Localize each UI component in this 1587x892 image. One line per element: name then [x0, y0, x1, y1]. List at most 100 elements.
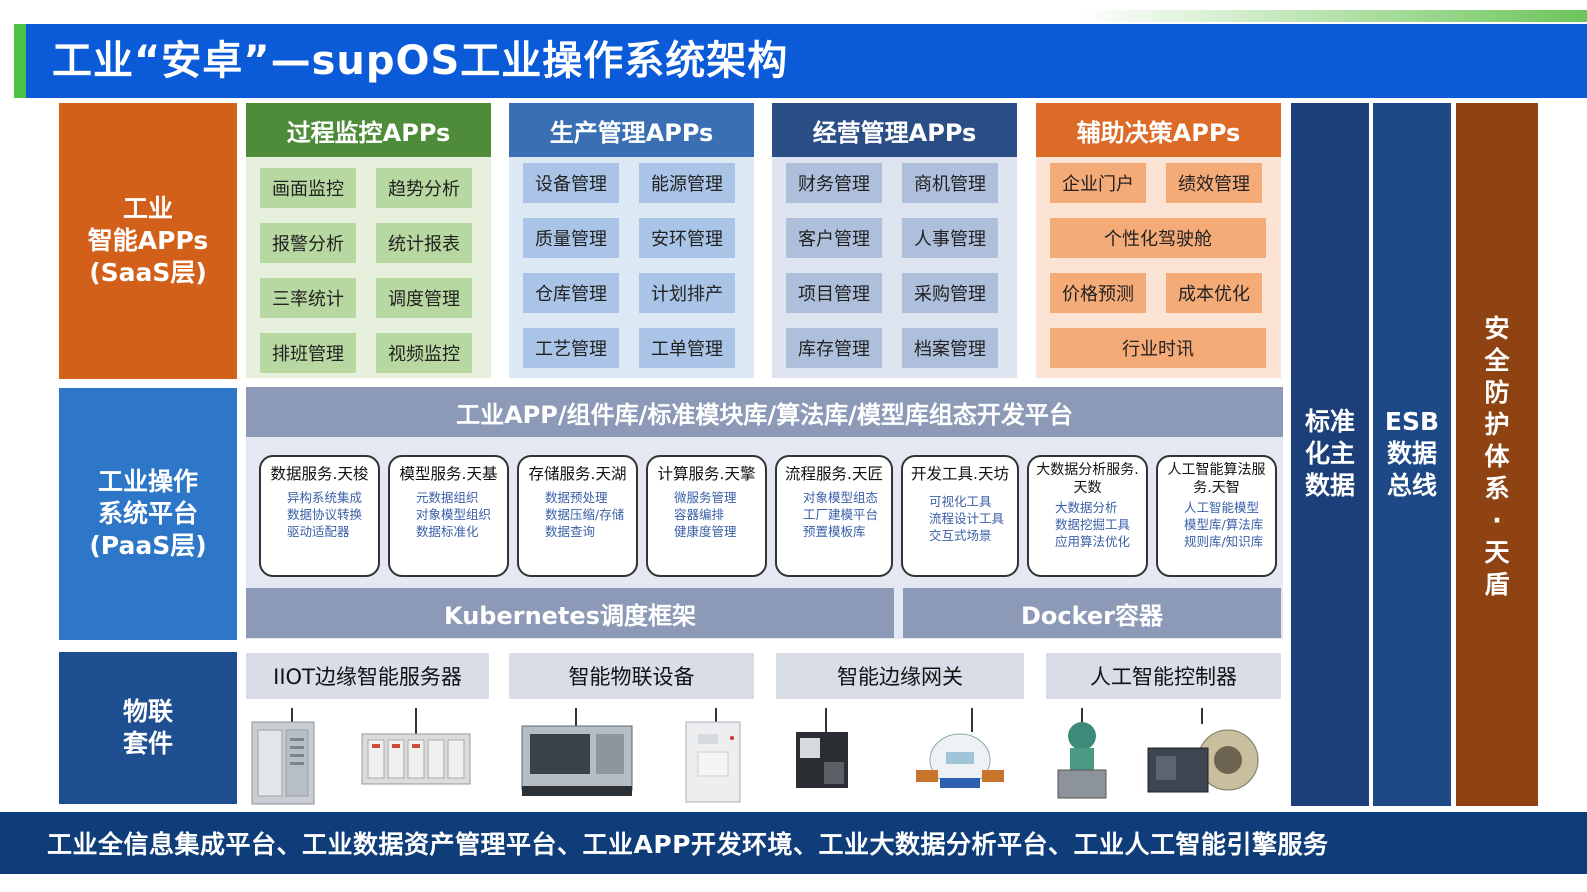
device-category: 智能物联设备 [509, 653, 754, 699]
app-tile[interactable]: 人事管理 [902, 218, 998, 258]
service-feature: 数据预处理 [545, 489, 636, 506]
app-category-decision-support: 辅助决策APPs 企业门户 绩效管理 个性化驾驶舱 价格预测 成本优化 行业时讯 [1036, 103, 1281, 378]
app-tile[interactable]: 统计报表 [376, 223, 472, 263]
service-card[interactable]: 计算服务.天擎 微服务管理容器编排健康度管理 [646, 455, 767, 577]
app-tile[interactable]: 设备管理 [523, 163, 619, 203]
column-esb-bus: ESB 数据 总线 [1373, 103, 1451, 806]
device-category: IIOT边缘智能服务器 [246, 653, 489, 699]
app-tile[interactable]: 调度管理 [376, 278, 472, 318]
service-feature: 数据挖掘工具 [1055, 516, 1146, 533]
service-feature: 驱动适配器 [287, 523, 378, 540]
bottom-summary-bar: 工业全信息集成平台、工业数据资产管理平台、工业APP开发环境、工业大数据分析平台… [0, 812, 1587, 874]
device-category: 智能边缘网关 [776, 653, 1024, 699]
app-tile[interactable]: 绩效管理 [1166, 163, 1262, 203]
app-tile[interactable]: 能源管理 [639, 163, 735, 203]
title-accent-strip [1080, 10, 1587, 22]
service-name: 存储服务.天湖 [528, 465, 627, 483]
service-name: 计算服务.天擎 [657, 465, 756, 483]
cnc-machine-icon [521, 708, 633, 796]
app-tile[interactable]: 工艺管理 [523, 328, 619, 368]
app-category-business-management: 经营管理APPs 财务管理 商机管理 客户管理 人事管理 项目管理 采购管理 库… [772, 103, 1017, 378]
service-name: 大数据分析服务.天数 [1036, 462, 1139, 496]
app-tile[interactable]: 采购管理 [902, 273, 998, 313]
app-tile[interactable]: 项目管理 [786, 273, 882, 313]
app-tile[interactable]: 视频监控 [376, 333, 472, 373]
app-tile[interactable]: 成本优化 [1166, 273, 1262, 313]
app-tile[interactable]: 排班管理 [260, 333, 356, 373]
app-tile[interactable]: 画面监控 [260, 168, 356, 208]
service-feature: 数据查询 [545, 523, 636, 540]
app-tile[interactable]: 仓库管理 [523, 273, 619, 313]
service-feature: 模型库/算法库 [1184, 516, 1275, 533]
service-feature: 数据协议转换 [287, 506, 378, 523]
service-card[interactable]: 大数据分析服务.天数 大数据分析数据挖掘工具应用算法优化 [1027, 455, 1148, 577]
water-meter-icon [916, 708, 1004, 788]
layer-label-iot: 物联 套件 [59, 652, 237, 804]
plc-module-icon [361, 708, 471, 785]
service-feature: 可视化工具 [929, 493, 1017, 510]
service-feature: 人工智能模型 [1184, 499, 1275, 516]
app-tile[interactable]: 客户管理 [786, 218, 882, 258]
service-card[interactable]: 模型服务.天基 元数据组织对象模型组织数据标准化 [388, 455, 509, 577]
app-tile[interactable]: 商机管理 [902, 163, 998, 203]
app-tile[interactable]: 档案管理 [902, 328, 998, 368]
server-cabinet-icon [251, 708, 315, 805]
service-card[interactable]: 开发工具.天坊 可视化工具流程设计工具交互式场景 [901, 455, 1019, 577]
controller-cabinet-icon [685, 708, 741, 803]
layer-label-saas: 工业 智能APPs (SaaS层) [59, 103, 237, 379]
app-tile[interactable]: 库存管理 [786, 328, 882, 368]
service-feature: 数据标准化 [416, 523, 507, 540]
service-feature: 健康度管理 [674, 523, 765, 540]
page-title: 工业“安卓”—supOS工业操作系统架构 [14, 24, 1587, 98]
service-card[interactable]: 数据服务.天梭 异构系统集成数据协议转换驱动适配器 [259, 455, 380, 577]
service-feature: 预置模板库 [803, 523, 891, 540]
pressure-transmitter-icon [1057, 708, 1107, 799]
service-feature: 规则库/知识库 [1184, 533, 1275, 550]
app-tile[interactable]: 质量管理 [523, 218, 619, 258]
service-feature: 异构系统集成 [287, 489, 378, 506]
service-feature: 大数据分析 [1055, 499, 1146, 516]
category-title: 过程监控APPs [246, 103, 491, 157]
service-card[interactable]: 存储服务.天湖 数据预处理数据压缩/存储数据查询 [517, 455, 638, 577]
service-name: 开发工具.天坊 [911, 465, 1009, 483]
category-title: 经营管理APPs [772, 103, 1017, 157]
service-feature: 流程设计工具 [929, 510, 1017, 527]
app-tile[interactable]: 个性化驾驶舱 [1050, 218, 1266, 258]
service-name: 人工智能算法服务.天智 [1167, 462, 1266, 496]
app-tile[interactable]: 趋势分析 [376, 168, 472, 208]
column-security-system: 安 全 防 护 体 系 · 天 盾 [1456, 103, 1538, 806]
app-tile[interactable]: 行业时讯 [1050, 328, 1266, 368]
docker-bar: Docker容器 [903, 588, 1281, 638]
column-master-data: 标准 化主 数据 [1291, 103, 1369, 806]
app-tile[interactable]: 报警分析 [260, 223, 356, 263]
app-tile[interactable]: 财务管理 [786, 163, 882, 203]
app-tile[interactable]: 安环管理 [639, 218, 735, 258]
service-feature: 交互式场景 [929, 527, 1017, 544]
servo-motor-icon [796, 708, 848, 788]
layer-label-paas: 工业操作 系统平台 (PaaS层) [59, 388, 237, 640]
service-feature: 数据压缩/存储 [545, 506, 636, 523]
app-tile[interactable]: 计划排产 [639, 273, 735, 313]
service-feature: 对象模型组态 [803, 489, 891, 506]
service-feature: 对象模型组织 [416, 506, 507, 523]
app-tile[interactable]: 企业门户 [1050, 163, 1146, 203]
service-name: 数据服务.天梭 [270, 465, 369, 483]
service-card[interactable]: 流程服务.天匠 对象模型组态工厂建模平台预置模板库 [775, 455, 893, 577]
service-feature: 工厂建模平台 [803, 506, 891, 523]
kubernetes-bar: Kubernetes调度框架 [246, 588, 894, 638]
app-tile[interactable]: 工单管理 [639, 328, 735, 368]
device-category: 人工智能控制器 [1046, 653, 1281, 699]
app-tile[interactable]: 三率统计 [260, 278, 356, 318]
service-name: 模型服务.天基 [399, 465, 498, 483]
service-card[interactable]: 人工智能算法服务.天智 人工智能模型模型库/算法库规则库/知识库 [1156, 455, 1277, 577]
service-feature: 微服务管理 [674, 489, 765, 506]
service-feature: 应用算法优化 [1055, 533, 1146, 550]
actuator-valve-icon [1147, 708, 1259, 793]
service-name: 流程服务.天匠 [785, 465, 883, 483]
category-title: 辅助决策APPs [1036, 103, 1281, 157]
service-feature: 容器编排 [674, 506, 765, 523]
app-tile[interactable]: 价格预测 [1050, 273, 1146, 313]
app-category-production-management: 生产管理APPs 设备管理 能源管理 质量管理 安环管理 仓库管理 计划排产 工… [509, 103, 754, 378]
dev-platform-bar: 工业APP/组件库/标准模块库/算法库/模型库组态开发平台 [246, 387, 1283, 437]
service-feature: 元数据组织 [416, 489, 507, 506]
